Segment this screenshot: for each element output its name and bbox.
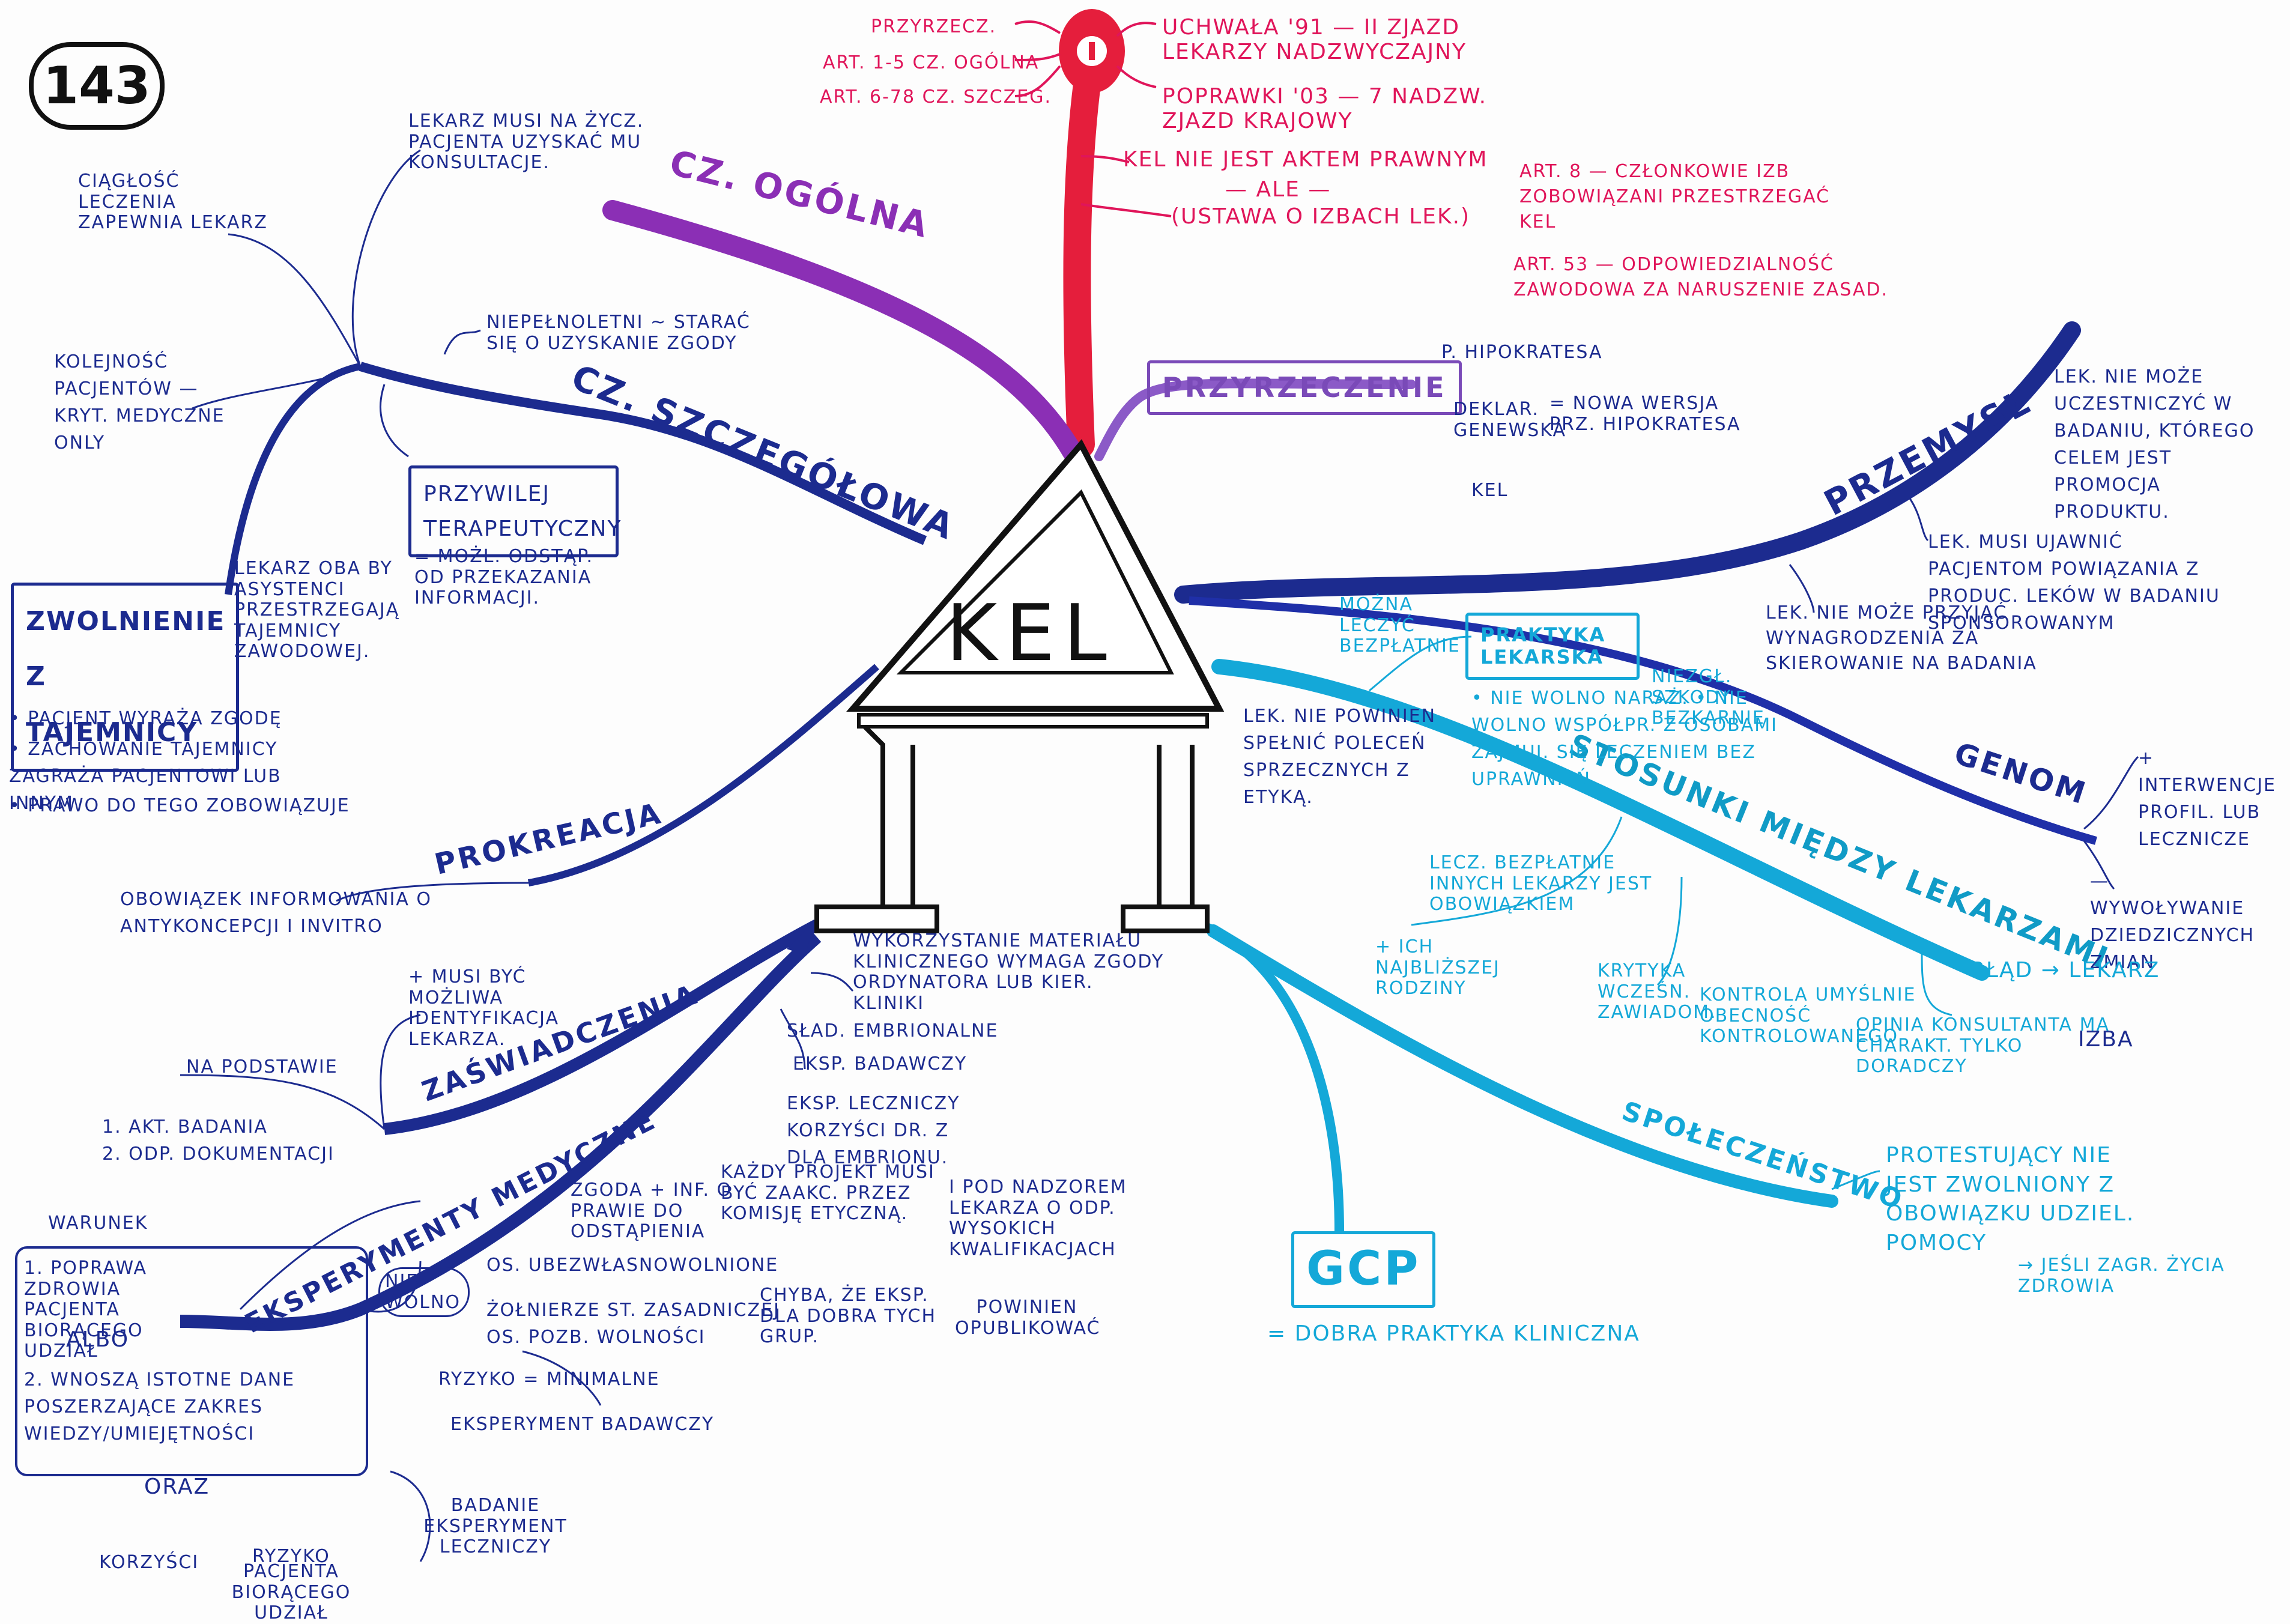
- note-szkod: NIEZGŁ. SZKODY BEZKARNIE: [1652, 666, 1765, 729]
- zaswiadczenia-branch: [383, 920, 820, 1135]
- page-number: 143: [29, 42, 165, 130]
- red-spokes: [1014, 20, 1172, 217]
- note-nowa: = NOWA WERSJA PRZ. HIPOKRATESA: [1549, 393, 1741, 435]
- branch-zwolnienie: ZWOLNIENIE Z TAJEMNICY: [11, 583, 239, 772]
- note-musi: LEKARZ MUSI NA ŻYCZ. PACJENTA UZYSKAĆ MU…: [408, 111, 644, 173]
- note-b3: • PRAWO DO TEGO ZOBOWIĄZUJE: [9, 795, 350, 816]
- note-protest: PROTESTUJĄCY NIE JEST ZWOLNIONY Z OBOWIĄ…: [1886, 1143, 2135, 1255]
- note-podstawie: NA PODSTAWIE: [186, 1056, 338, 1077]
- cyan-leader-lines: [1369, 635, 1952, 1190]
- note-przemysl-1: LEK. NIE MOŻE UCZESTNICZYĆ W BADANIU, KT…: [2054, 366, 2255, 523]
- note-leczy: LECZ. BEZPŁATNIE INNYCH LEKARZY JEST OBO…: [1429, 852, 1653, 915]
- note-leczniczy: EKSP. LECZNICZY KORZYŚCI DR. Z DLA EMBRI…: [787, 1093, 960, 1168]
- note-nie-mozna: • NIE WOLNO NARAŻ. • NIE WOLNO WSPÓŁPR. …: [1471, 688, 1778, 790]
- note-pozb: OS. POZB. WOLNOŚCI: [486, 1327, 706, 1348]
- note-p1: 1. AKT. BADANIA: [102, 1116, 268, 1138]
- note-warunek: WARUNEK: [48, 1213, 148, 1234]
- note-pacjenta: PACJENTA BIORĄCEGO UDZIAŁ: [231, 1561, 351, 1623]
- note-b2: • ZACHOWANIE TAJEMNICY ZAGRAŻA PACJENTOW…: [9, 739, 282, 814]
- note-zasw-plus: + MUSI BYĆ MOŻLIWA IDENTYFIKACJA LEKARZA…: [408, 966, 560, 1050]
- note-hipokratesa: P. HIPOKRATESA: [1441, 342, 1603, 363]
- leader-lines: [180, 149, 854, 1562]
- przyrzeczenie-branch: [1094, 378, 1416, 461]
- note-ryzyko: RYZYKO: [252, 1546, 330, 1567]
- note-kazdy: KAŻDY PROJEKT MUSI BYĆ ZAAKC. PRZEZ KOMI…: [721, 1162, 935, 1224]
- red-branch: [1063, 70, 1101, 458]
- note-kolejnosc: KOLEJNOŚĆ PACJENTÓW — KRYT. MEDYCZNE ONL…: [54, 351, 225, 453]
- note-gcp-def: = DOBRA PRAKTYKA KLINICZNA: [1267, 1321, 1640, 1346]
- genom-branch: [1189, 596, 2097, 845]
- note-wykorzystanie: WYKORZYSTANIE MATERIAŁU KLINICZNEGO WYMA…: [853, 930, 1165, 1014]
- note-ale: — ALE —: [1225, 177, 1331, 202]
- temple-icon: [814, 439, 1225, 933]
- eksperymenty-branch: [180, 932, 822, 1331]
- note-p2: 2. ODP. DOKUMENTACJI: [102, 1144, 335, 1165]
- cz-ogolna-branch: [602, 200, 1085, 467]
- note-nadzor: i POD NADZOREM LEKARZA O ODP. WYSOKICH K…: [949, 1177, 1127, 1260]
- note-zgoda: ZGODA + INF. O PRAWIE DO ODSTĄPIENIA: [571, 1180, 733, 1242]
- note-poprawki: POPRAWKI '03 — 7 NADZW. ZJAZD KRAJOWY: [1162, 84, 1488, 134]
- note-w2: 2. WNOSZĄ ISTOTNE DANE POSZERZAJĄCE ZAKR…: [24, 1369, 295, 1444]
- note-niepelnoletni: NIEPEŁNOLETNI ~ STARAĆ SIĘ O UZYSKANIE Z…: [486, 312, 751, 354]
- spoleczenstwo-branch: [1207, 924, 1838, 1208]
- note-przemysl-2: LEK. MUSI UJAWNIĆ PACJENTOM POWIĄZANIA Z…: [1928, 532, 2220, 634]
- note-genom-plus: + INTERWENCJE PROFIL. LUB LECZNICZE: [2138, 748, 2277, 850]
- przemysl-branch: [1174, 321, 2081, 604]
- note-art678: ART. 6-78 CZ. SZCZEG.: [820, 86, 1052, 108]
- note-osoby: LEKARZ OBA BY ASYSTENCI PRZESTRZEGAJĄ TA…: [234, 558, 400, 662]
- note-jesli: → JEŚLI ZAGR. ŻYCIA ZDROWIA: [2018, 1255, 2225, 1297]
- note-genom-minus: — WYWOŁYWANIE DZIEDZICZNYCH ZMIAN: [2090, 871, 2255, 973]
- note-opinia: OPINIA KONSULTANTA MA CHARAKT. TYLKO DOR…: [1856, 1014, 2110, 1077]
- note-art15: ART. 1-5 CZ. OGÓLNA: [823, 52, 1040, 73]
- note-kontrola: KONTROLA UMYŚLNIE OBECNOŚĆ KONTROLOWANEG…: [1700, 984, 1916, 1047]
- note-odstap: = MOŻL. ODSTĄP. OD PRZEKAZANIA INFORMACJ…: [414, 546, 594, 608]
- note-embrionalne: SŁAD. EMBRIONALNE: [787, 1020, 999, 1041]
- note-deklar: DEKLAR. GENEWSKA: [1453, 399, 1566, 441]
- note-chyba: CHYBA, ŻE EKSP. DLA DOBRA TYCH GRUP.: [760, 1285, 937, 1347]
- note-zolnierze: ŻOŁNIERZE ST. ZASADNICZEJ: [486, 1300, 780, 1321]
- note-badanie-lecz: BADANIE EKSPERYMENT LECZNICZY: [423, 1495, 568, 1557]
- note-obowiazek: OBOWIĄZEK INFORMOWANIA O ANTYKONCEPCJI i…: [120, 889, 432, 937]
- note-art8: ART. 8 — CZŁONKOWIE IZB ZOBOWIĄZANI PRZE…: [1519, 161, 1831, 232]
- branch-praktyka: PRAKTYKA LEKARSKA: [1465, 613, 1640, 680]
- note-ryzyko-min: RYZYKO = MINIMALNE: [438, 1369, 660, 1390]
- branch-gcp: GCP: [1291, 1231, 1436, 1308]
- note-spelnic: LEK. NIE POWINIEN SPEŁNIĆ POLECEŃ SPRZEC…: [1243, 706, 1437, 808]
- note-ciaglosc: CIĄGŁOŚĆ LECZENIA ZAPEWNIA LEKARZ: [78, 171, 268, 233]
- note-nie-jest: KEL NIE JEST AKTEM PRAWNYM: [1123, 147, 1488, 172]
- note-b1: • PACJENT WYRAŻA ZGODĘ: [9, 708, 282, 729]
- note-przyrzecz: PRZYRZECZ.: [871, 16, 997, 37]
- szczeg-sub: [225, 363, 362, 595]
- note-blad: BŁĄD → LEKARZ: [1970, 958, 2160, 983]
- branch-przywilej: PRZYWILEJ TERAPEUTYCZNY: [408, 465, 620, 558]
- branch-przyrzeczenie: PRZYRZECZENIE: [1147, 360, 1462, 415]
- note-kel: KEL: [1471, 480, 1509, 501]
- note-uchwala: UCHWAŁA '91 — II ZJAZD LEKARZY NADZWYCZA…: [1162, 15, 1467, 65]
- note-w1: 1. POPRAWA ZDROWIA PACJENTA BIORĄCEGO UD…: [24, 1258, 148, 1362]
- note-oraz: ORAZ: [144, 1474, 210, 1499]
- note-izba: IZBA: [2078, 1027, 2134, 1052]
- note-powinien: POWINIEN OPUBLIKOWAĆ: [955, 1297, 1101, 1339]
- note-ustawa: (USTAWA O IZBACH LEK.): [1171, 204, 1471, 229]
- note-mozna: MOŻNA LECZYĆ BEZPŁATNIE: [1339, 594, 1461, 656]
- note-art53: ART. 53 — ODPOWIEDZIALNOŚĆ ZAWODOWA ZA N…: [1513, 254, 1889, 300]
- note-eksp-bad: EKSPERYMENT BADAWCZY: [450, 1414, 715, 1435]
- navy-leader-lines: [1789, 498, 2139, 890]
- note-badawczy: EKSP. BADAWCZY: [793, 1053, 968, 1074]
- note-rodziny: + ICH NAJBLIŻSZEJ RODZINY: [1375, 936, 1500, 999]
- prokreacja-branch: [527, 664, 879, 886]
- note-albo: ALBO: [66, 1327, 130, 1352]
- center-title: KEL: [946, 587, 1115, 679]
- note-przemysl-3: LEK. NIE MOŻE PRZYJĄĆ WYNAGRODZENIA ZA S…: [1766, 602, 2037, 674]
- note-korzysci: KORZYŚCI: [99, 1552, 199, 1573]
- note-nie-wolno: NIE WOLNO: [378, 1267, 470, 1317]
- note-ubezwl: OS. UBEZWŁASNOWOLNIONE: [486, 1255, 779, 1276]
- warunek-box: [15, 1246, 368, 1476]
- cz-szczegolowa-branch: [359, 362, 927, 545]
- stosunki-branch: [1211, 659, 1990, 981]
- note-krytyka: KRYTYKA WCZEŚN. ZAWIADOM.: [1598, 960, 1717, 1023]
